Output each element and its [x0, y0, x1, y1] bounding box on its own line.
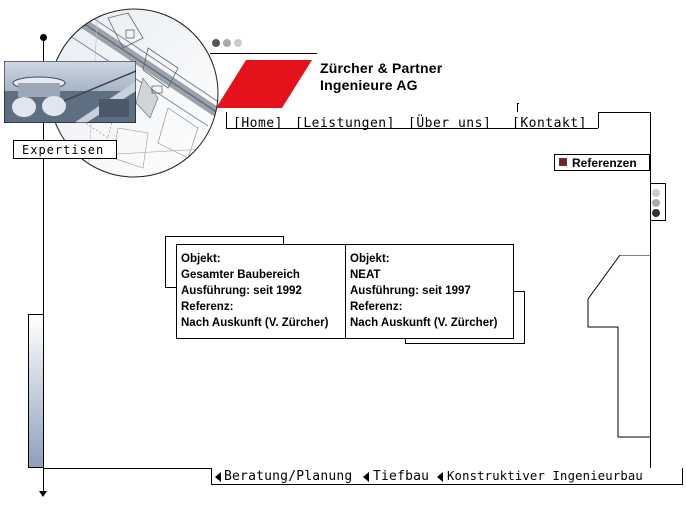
- right-indicator-box: [650, 183, 666, 221]
- card-referenz-label: Referenz:: [181, 301, 234, 313]
- square-bullet-icon: [559, 158, 567, 166]
- content-top-line: [517, 103, 518, 112]
- reference-card-2[interactable]: Objekt: NEAT Ausführung: seit 1997 Refer…: [345, 244, 514, 339]
- card-referenz-value: Nach Auskunft (V. Zürcher): [181, 317, 329, 329]
- section-label-expertisen: Expertisen: [13, 140, 117, 159]
- right-tab-shape: [587, 255, 650, 438]
- card-ausfuehrung: Ausführung: seit 1992: [181, 285, 302, 297]
- bottom-nav-konstruktiver-ingenieurbau[interactable]: Konstruktiver Ingenieurbau: [447, 469, 643, 483]
- bottom-nav-tiefbau[interactable]: Tiefbau: [373, 469, 430, 484]
- referenzen-button[interactable]: Referenzen: [554, 154, 650, 171]
- card-ausfuehrung: Ausführung: seit 1997: [350, 285, 471, 297]
- nav-ueber-uns-link[interactable]: [Über uns]: [408, 116, 492, 131]
- brand-name-line2: Ingenieure AG: [320, 77, 418, 93]
- nav-line-left: [226, 112, 227, 128]
- content-right-edge-lower: [650, 222, 651, 468]
- nav-line-right: [598, 112, 599, 128]
- aerial-photo: [4, 61, 136, 123]
- triangle-left-icon: [215, 472, 221, 482]
- right-dot-2: [652, 199, 660, 207]
- brand-name-line1: Zürcher & Partner: [320, 60, 443, 76]
- nav-kontakt-link[interactable]: [Kontakt]: [512, 116, 587, 131]
- nav-leistungen-link[interactable]: [Leistungen]: [295, 116, 395, 131]
- frame-top-dot: [40, 34, 47, 41]
- right-dot-1: [652, 189, 660, 197]
- content-right-top: [599, 112, 651, 113]
- logo-parallelogram-icon: [216, 60, 312, 108]
- reference-card-1[interactable]: Objekt: Gesamter Baubereich Ausführung: …: [176, 244, 346, 339]
- content-right-edge: [650, 112, 651, 222]
- content-top-line-h: [517, 103, 519, 104]
- card-objekt-value: Gesamter Baubereich: [181, 269, 300, 281]
- left-gradient-bar: [28, 314, 43, 468]
- frame-header-line: [210, 53, 317, 54]
- card-referenz-value: Nach Auskunft (V. Zürcher): [350, 317, 498, 329]
- bottom-nav-beratung-planung[interactable]: Beratung/Planung: [224, 469, 353, 484]
- brand-name: Zürcher & Partner Ingenieure AG: [320, 60, 442, 94]
- triangle-left-icon: [437, 472, 443, 482]
- frame-left-line: [43, 38, 44, 493]
- nav-home-link[interactable]: [Home]: [233, 116, 283, 131]
- nav-line-bottom: [226, 128, 598, 129]
- referenzen-label: Referenzen: [572, 156, 637, 170]
- right-dot-3: [652, 209, 660, 217]
- card-objekt-label: Objekt:: [181, 253, 221, 265]
- card-objekt-label: Objekt:: [350, 253, 390, 265]
- card-objekt-value: NEAT: [350, 269, 381, 281]
- triangle-left-icon: [363, 472, 369, 482]
- frame-bottom-arrow: [39, 491, 47, 497]
- bottom-nav-bar: [211, 468, 683, 485]
- card-referenz-label: Referenz:: [350, 301, 403, 313]
